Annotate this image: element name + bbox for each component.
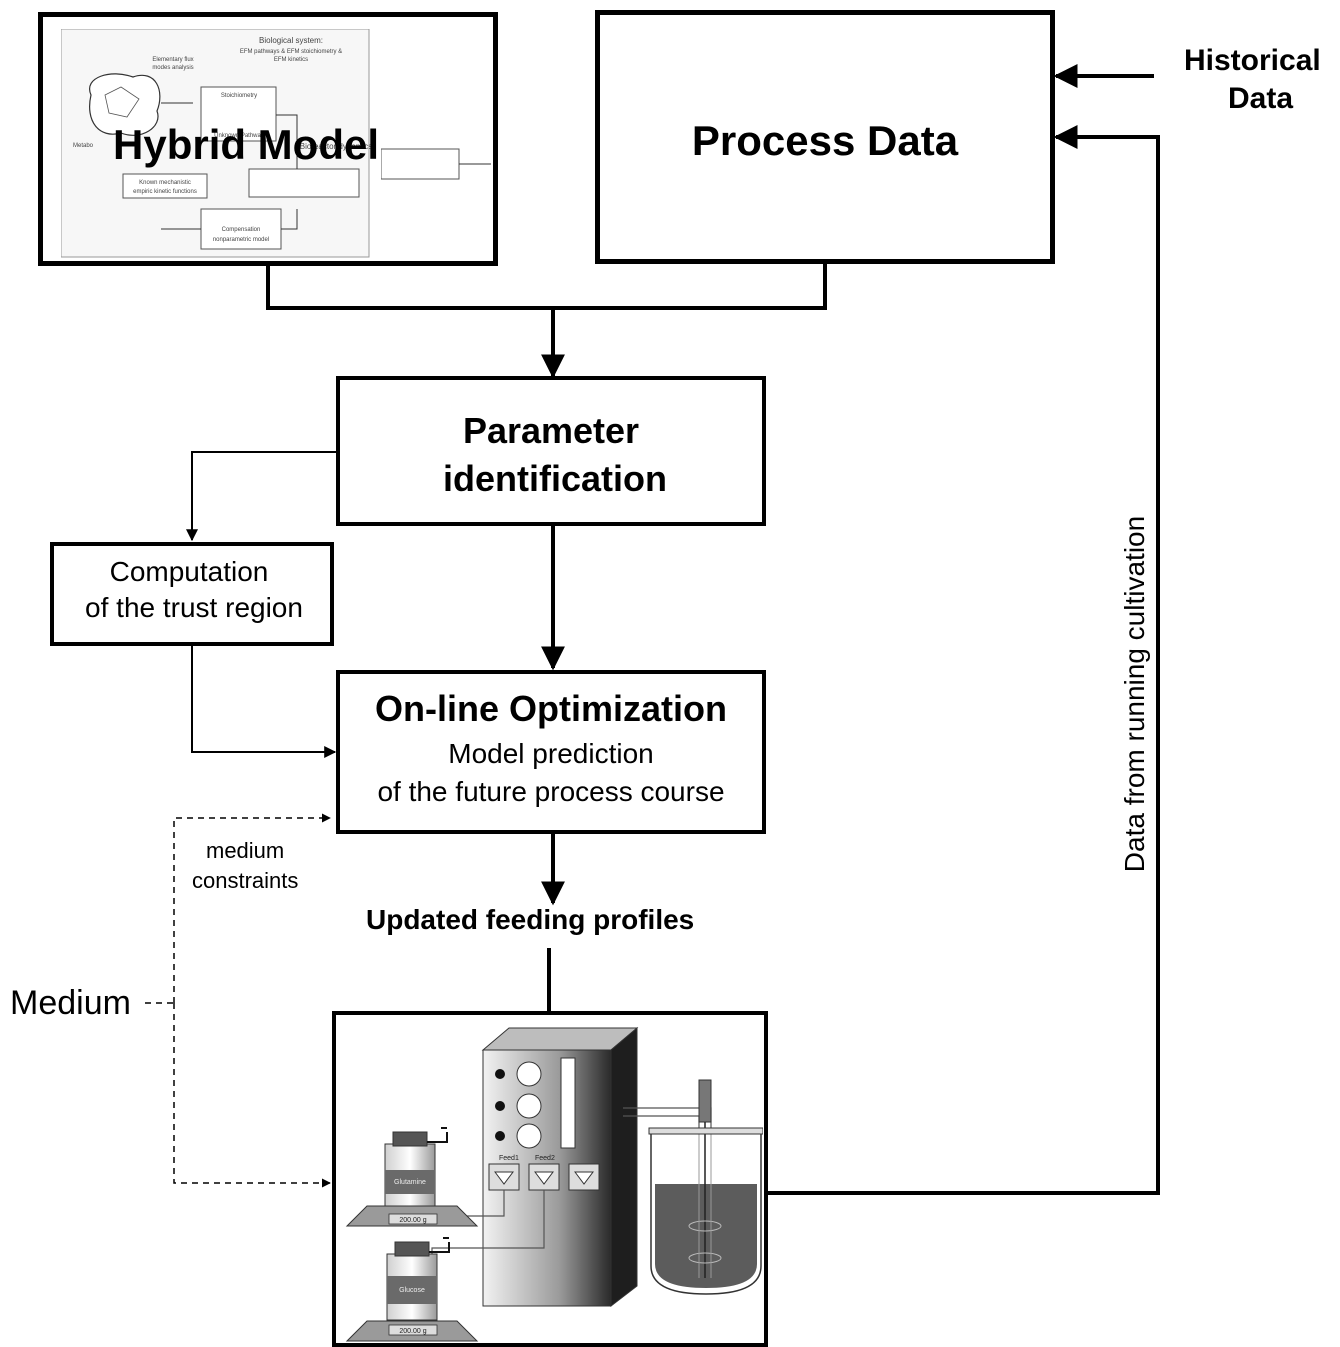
inset-cell-shape [89, 73, 161, 136]
inset-known-mechanistic: Known mechanistic [139, 180, 191, 186]
cabinet-side [610, 1026, 638, 1308]
hybrid-model-title: Hybrid Model [113, 121, 380, 168]
glutamine-label: Glutamine [394, 1179, 426, 1186]
inset-unknown-pathway: Unknown Pathway [214, 133, 264, 139]
impeller [688, 1252, 722, 1264]
bioreactor-box: Feed1 Feed2 200.00 g Glutamine [332, 1011, 768, 1347]
dashed-medium-to-reactor [173, 1003, 331, 1188]
inset-cell-inner [104, 86, 140, 118]
inset-elementary-flux: Elementary flux [152, 57, 193, 63]
hybrid-model-box: Biological system: EFM pathways & EFM st… [38, 12, 498, 266]
feed1-label: Feed1 [499, 1155, 519, 1162]
online-optimization-box: On-line Optimization Model prediction of… [336, 670, 766, 834]
inset-efm-line: EFM pathways & EFM stoichiometry & [240, 49, 342, 55]
reactor-motor [698, 1079, 712, 1123]
inset-dynamics-box [381, 148, 491, 180]
level-tube [560, 1057, 576, 1149]
scale-display-2 [388, 1324, 438, 1336]
process-data-box: Process Data [595, 10, 1055, 264]
scale-reading-1: 200.00 g [399, 1217, 426, 1224]
historical-data-line1: Historical [1184, 44, 1321, 77]
online-opt-line1: Model prediction [448, 738, 654, 769]
inset-middle-box [248, 168, 360, 198]
updated-feeding-label: Updated feeding profiles [366, 904, 695, 935]
scale-reading-2: 200.00 g [399, 1328, 426, 1335]
trust-region-line2: of the trust region [85, 592, 303, 623]
medium-constraints-line2: constraints [192, 868, 299, 893]
inset-mechanistic-box [122, 173, 208, 199]
cabinet-top [481, 1027, 639, 1051]
inset-bioreactor-dynamics: Bioreactor dynamics [300, 142, 371, 151]
data-running-label: Data from running cultivation [1119, 515, 1150, 873]
inset-stoichiometry: Stoichiometry [221, 93, 257, 99]
arrow-feedback-loop [766, 125, 1160, 1195]
online-opt-title: On-line Optimization [375, 688, 727, 729]
indicator-light [495, 1131, 505, 1141]
impeller [688, 1220, 722, 1232]
inset-efm-kinetics: EFM kinetics [274, 57, 308, 63]
gauge-dial [516, 1123, 542, 1149]
arrow-param-to-trust [186, 451, 338, 542]
bioreactor-illustration: Feed1 Feed2 200.00 g Glutamine [345, 1026, 763, 1342]
parameter-identification-box: Parameter identification [336, 376, 766, 526]
scale-display-1 [388, 1213, 438, 1225]
inset-bio-system: Biological system: [259, 36, 323, 45]
hybrid-model-inset: Biological system: EFM pathways & EFM st… [61, 29, 371, 258]
inset-stoich-box [200, 86, 277, 142]
inset-metabolic: Metabo [73, 143, 94, 149]
gauge-dial [516, 1061, 542, 1087]
param-id-line1: Parameter [462, 410, 640, 451]
dashed-medium-constraints [173, 813, 331, 1003]
pump-feed2 [528, 1163, 560, 1191]
historical-data-line2: Data [1228, 82, 1294, 115]
online-opt-line2: of the future process course [377, 776, 725, 807]
glucose-label: Glucose [399, 1287, 425, 1294]
trust-region-box: Computation of the trust region [50, 542, 334, 646]
feed2-label: Feed2 [535, 1155, 555, 1162]
inset-modes-analysis: modes analysis [152, 65, 193, 71]
medium-constraints-line1: medium [206, 838, 285, 863]
inset-empiric-kinetic: empiric kinetic functions [133, 189, 197, 195]
indicator-light [495, 1101, 505, 1111]
medium-label: Medium [10, 984, 131, 1022]
param-id-line2: identification [443, 458, 667, 499]
inset-compensation-box [200, 208, 282, 250]
arrow-trust-to-opt [191, 645, 337, 758]
process-data-title: Process Data [691, 117, 959, 164]
reactor-liquid [655, 1184, 757, 1288]
indicator-light [495, 1069, 505, 1079]
trust-region-line1: Computation [109, 556, 269, 587]
connector-models-join [266, 263, 827, 310]
inset-compensation: Compensation [222, 227, 261, 233]
inset-nonparametric: nonparametric model [213, 237, 269, 243]
gauge-dial [516, 1093, 542, 1119]
